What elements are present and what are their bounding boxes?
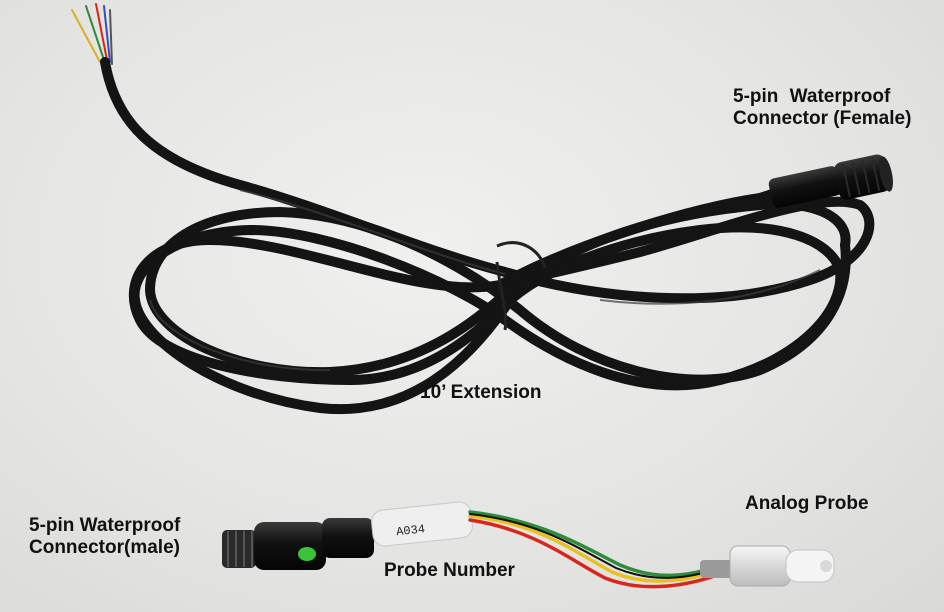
female-connector-label: 5-pin Waterproof Connector (Female) xyxy=(733,86,911,130)
analog-probe xyxy=(700,545,835,587)
probe-tag-text: A034 xyxy=(396,522,426,539)
probe-number-label: Probe Number xyxy=(384,560,515,581)
loose-wire-ends xyxy=(71,3,113,65)
male-connector-label-line1: 5-pin Waterproof xyxy=(29,515,181,536)
analog-probe-label: Analog Probe xyxy=(745,493,869,514)
female-connector-label-line2: Connector (Female) xyxy=(733,108,912,129)
zip-tie xyxy=(495,241,547,331)
male-connector-label-line2: Connector(male) xyxy=(29,537,180,558)
cable-highlights xyxy=(149,189,821,372)
male-connector-label: 5-pin Waterproof Connector(male) xyxy=(29,515,180,559)
green-marker-dot xyxy=(298,547,316,561)
female-connector-label-line1: 5-pin Waterproof xyxy=(733,86,891,107)
male-connector xyxy=(222,518,374,570)
extension-label: 10’ Extension xyxy=(420,382,542,403)
female-connector xyxy=(768,154,893,208)
probe-wires xyxy=(468,510,722,589)
